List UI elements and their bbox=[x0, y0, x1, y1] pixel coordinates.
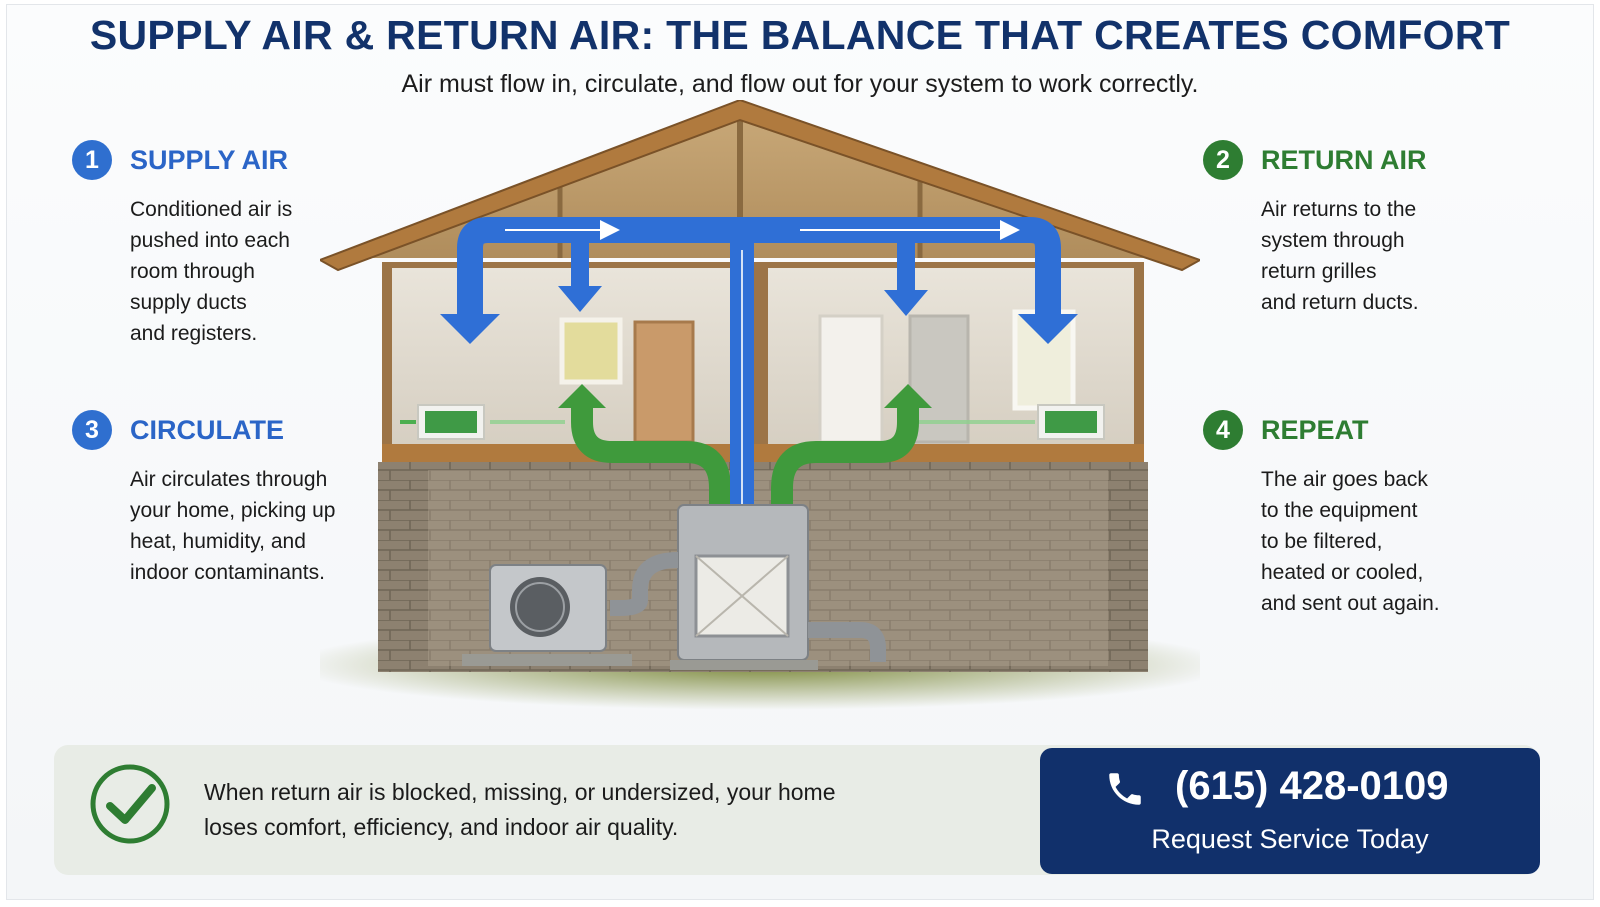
step-number-badge: 2 bbox=[1203, 140, 1243, 180]
condenser-pad bbox=[462, 654, 632, 666]
step-title: REPEAT bbox=[1261, 414, 1369, 445]
step-number-badge: 1 bbox=[72, 140, 112, 180]
return-duct-left bbox=[571, 406, 731, 538]
refrigerant-pipe bbox=[610, 552, 679, 616]
cta-label: Request Service Today bbox=[1151, 824, 1429, 854]
step-description: The air goes back to the equipment to be… bbox=[1261, 468, 1440, 615]
step-description: Air circulates through your home, pickin… bbox=[130, 468, 336, 584]
step-number-badge: 4 bbox=[1203, 410, 1243, 450]
door bbox=[818, 314, 884, 444]
step-title: RETURN AIR bbox=[1261, 144, 1427, 175]
page-subtitle: Air must flow in, circulate, and flow ou… bbox=[401, 70, 1199, 98]
step-description: Air returns to the system through return… bbox=[1261, 198, 1419, 314]
house-cutaway-illustration bbox=[320, 100, 1200, 710]
page-title: SUPPLY AIR & RETURN AIR: THE BALANCE THA… bbox=[89, 12, 1511, 58]
step-number-badge: 3 bbox=[72, 410, 112, 450]
step-supply-air: 1 SUPPLY AIR Conditioned air is pushed i… bbox=[72, 140, 292, 349]
step-circulate: 3 CIRCULATE Air circulates through your … bbox=[72, 410, 335, 588]
floor-beam bbox=[382, 444, 1144, 462]
request-service-button[interactable]: (615) 428-0109 Request Service Today bbox=[1040, 748, 1540, 874]
step-description: Conditioned air is pushed into each room… bbox=[130, 198, 293, 345]
step-title: CIRCULATE bbox=[130, 414, 284, 445]
check-circle-icon bbox=[90, 764, 170, 844]
door bbox=[633, 320, 695, 444]
step-return-air: 2 RETURN AIR Air returns to the system t… bbox=[1203, 140, 1427, 318]
return-duct-right bbox=[771, 406, 919, 538]
roof bbox=[320, 100, 1200, 272]
step-title: SUPPLY AIR bbox=[130, 144, 289, 175]
banner-message: When return air is blocked, missing, or … bbox=[204, 779, 836, 840]
supply-duct-trunk bbox=[457, 217, 1061, 316]
phone-icon bbox=[1109, 773, 1141, 805]
phone-number[interactable]: (615) 428-0109 bbox=[1175, 764, 1449, 808]
step-repeat: 4 REPEAT The air goes back to the equipm… bbox=[1203, 410, 1440, 619]
window bbox=[559, 317, 623, 385]
